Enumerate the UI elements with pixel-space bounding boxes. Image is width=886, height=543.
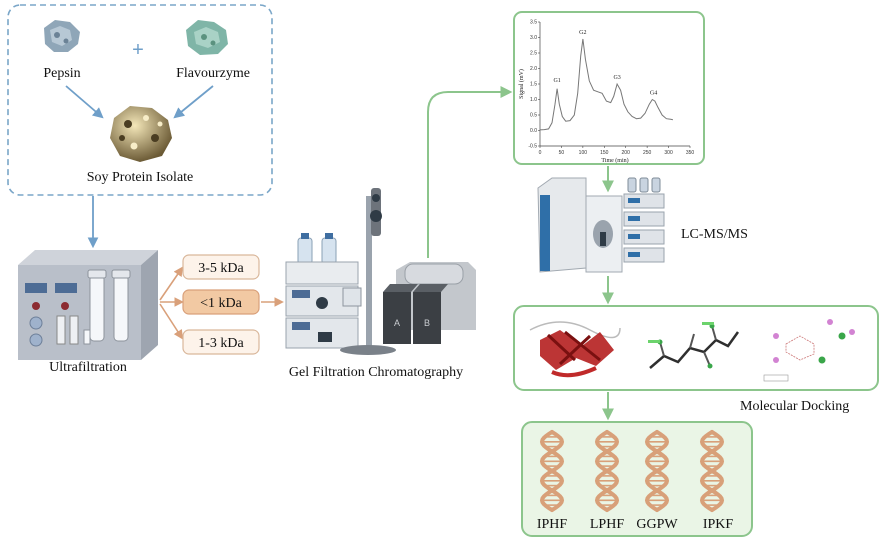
dna-helix-icon (539, 430, 565, 512)
x-axis-title: Time (min) (601, 157, 628, 164)
fraction-box-1-3kda: 1-3 kDa (182, 329, 260, 355)
x-tick-label: 50 (559, 150, 565, 156)
chromatogram-panel (513, 11, 705, 165)
dna-strand (539, 430, 565, 512)
peak-label: G3 (613, 75, 620, 81)
chromatogram-chart: 0 50 100 150 200 250 300 350 -0.5 0.0 0.5 1.0 1.5 2.0… (518, 20, 694, 164)
y-tick-label: 3.0 (530, 35, 537, 41)
fraction-box-3-5kda: 3-5 kDa (182, 254, 260, 280)
y-tick-label: 3.5 (530, 20, 537, 26)
dna-strand (594, 430, 620, 512)
y-tick-label: 0.5 (530, 113, 537, 119)
fraction-split-arrows (159, 266, 184, 340)
y-tick-label: 0.0 (530, 128, 537, 134)
lcms-instrument-image (537, 177, 665, 273)
protein-ligand-complex-image (529, 321, 621, 378)
x-tick-label: 0 (539, 150, 542, 156)
column-b-label: B (424, 318, 430, 328)
dna-strand (699, 430, 725, 512)
gel-filtration-label: Gel Filtration Chromatography (289, 365, 463, 380)
ligand-3d-structure-image (648, 322, 740, 369)
pepsin-structure-image (44, 20, 80, 52)
y-axis-title: Signal (mV) (518, 69, 525, 99)
peptides-panel (521, 421, 753, 537)
x-tick-label: 200 (622, 150, 631, 156)
fraction-label: <1 kDa (200, 296, 243, 311)
dna-helix-icons (539, 430, 725, 512)
enzyme-pepsin-label: Pepsin (43, 66, 80, 81)
peptide-label: IPHF (537, 517, 568, 532)
soy-protein-structure-image (110, 106, 172, 162)
soy-protein-isolate-label: Soy Protein Isolate (87, 170, 194, 185)
x-tick-label: 100 (579, 150, 588, 156)
peak-label: G2 (579, 30, 586, 36)
y-tick-label: -0.5 (528, 144, 537, 150)
lcms-label: LC-MS/MS (681, 227, 748, 242)
y-tick-label: 2.5 (530, 51, 537, 57)
peptide-label: GGPW (636, 517, 678, 532)
y-tick-label: 1.5 (530, 82, 537, 88)
dna-strand (644, 430, 670, 512)
x-tick-label: 300 (664, 150, 673, 156)
flavourzyme-arrow (173, 85, 214, 119)
x-tick-label: 150 (600, 150, 609, 156)
dna-helix-icon (594, 430, 620, 512)
peak-label: G4 (650, 91, 657, 97)
peptide-label: LPHF (590, 517, 624, 532)
y-tick-label: 1.0 (530, 97, 537, 103)
ultrafiltration-label: Ultrafiltration (49, 360, 127, 375)
y-tick-label: 2.0 (530, 66, 537, 72)
docking-label: Molecular Docking (740, 399, 849, 414)
fraction-label: 3-5 kDa (198, 261, 244, 276)
gel-to-chromatogram-arrow (427, 86, 513, 258)
dna-helix-icon (644, 430, 670, 512)
hydrolysis-panel: Pepsin + Flavourzyme Soy Protein Isolate (7, 4, 273, 196)
column-a-label: A (394, 318, 400, 328)
interaction-2d-diagram-image (763, 319, 855, 382)
x-tick-label: 350 (686, 150, 695, 156)
chromatogram-series-line (539, 38, 673, 131)
x-tick-label: 250 (643, 150, 652, 156)
plus-sign: + (132, 39, 144, 61)
gel-filtration-apparatus-image: A B (285, 188, 476, 355)
peptide-label: IPKF (703, 517, 734, 532)
fraction-box-lt1kda: <1 kDa (182, 289, 260, 315)
docking-panel (513, 305, 879, 391)
fraction-label: 1-3 kDa (198, 336, 244, 351)
peak-label: G1 (553, 78, 560, 84)
dna-helix-icon (699, 430, 725, 512)
ultrafiltration-device-image (18, 250, 158, 360)
flavourzyme-structure-image (186, 20, 228, 55)
enzyme-flavourzyme-label: Flavourzyme (176, 66, 250, 81)
pepsin-arrow (65, 85, 104, 119)
